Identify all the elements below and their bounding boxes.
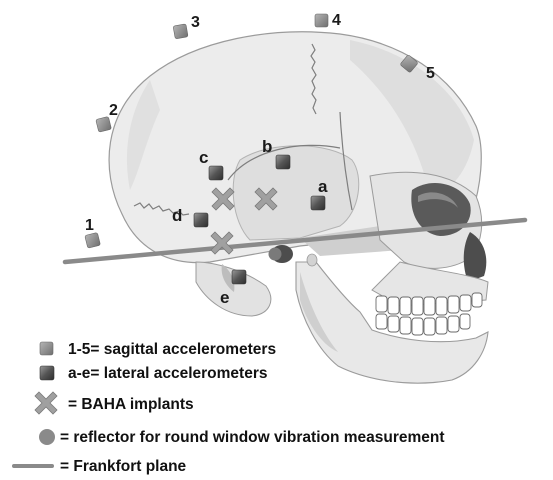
marker-label: a [318,177,328,196]
sagittal-marker-swatch [40,342,53,355]
legend-item-reflector: = reflector for round window vibration m… [39,429,445,446]
legend-baha-text: = BAHA implants [68,396,194,413]
marker-label: 3 [191,14,200,31]
legend-reflector-text: = reflector for round window vibration m… [60,429,445,446]
round-window-reflector [269,248,282,261]
marker-label: 5 [426,65,435,82]
lateral-marker-swatch [40,366,54,380]
legend-item-sagittal: 1-5= sagittal accelerometers [40,341,276,358]
legend-item-frankfort: = Frankfort plane [14,458,187,475]
reflector-dot-icon [39,429,55,445]
legend-lateral-text: a-e= lateral accelerometers [68,365,267,382]
nasal-aperture [464,232,487,282]
marker-label: e [220,288,229,307]
sagittal-accelerometer-1: 1 [85,217,101,248]
skull-illustration [109,32,488,383]
marker-label: b [262,137,272,156]
marker-label: 2 [109,102,118,119]
marker-label: 4 [332,12,341,29]
sagittal-accelerometer-3: 3 [173,14,200,39]
marker-label: d [172,206,182,225]
lower-teeth [376,314,470,335]
marker-label: 1 [85,217,94,234]
legend-item-lateral: a-e= lateral accelerometers [40,365,267,382]
sagittal-accelerometer-4: 4 [315,12,341,29]
legend-item-baha: = BAHA implants [35,392,194,414]
legend-frankfort-text: = Frankfort plane [60,458,187,475]
legend-sagittal-text: 1-5= sagittal accelerometers [68,341,276,358]
marker-label: c [199,148,208,167]
baha-cross-icon [35,392,57,414]
